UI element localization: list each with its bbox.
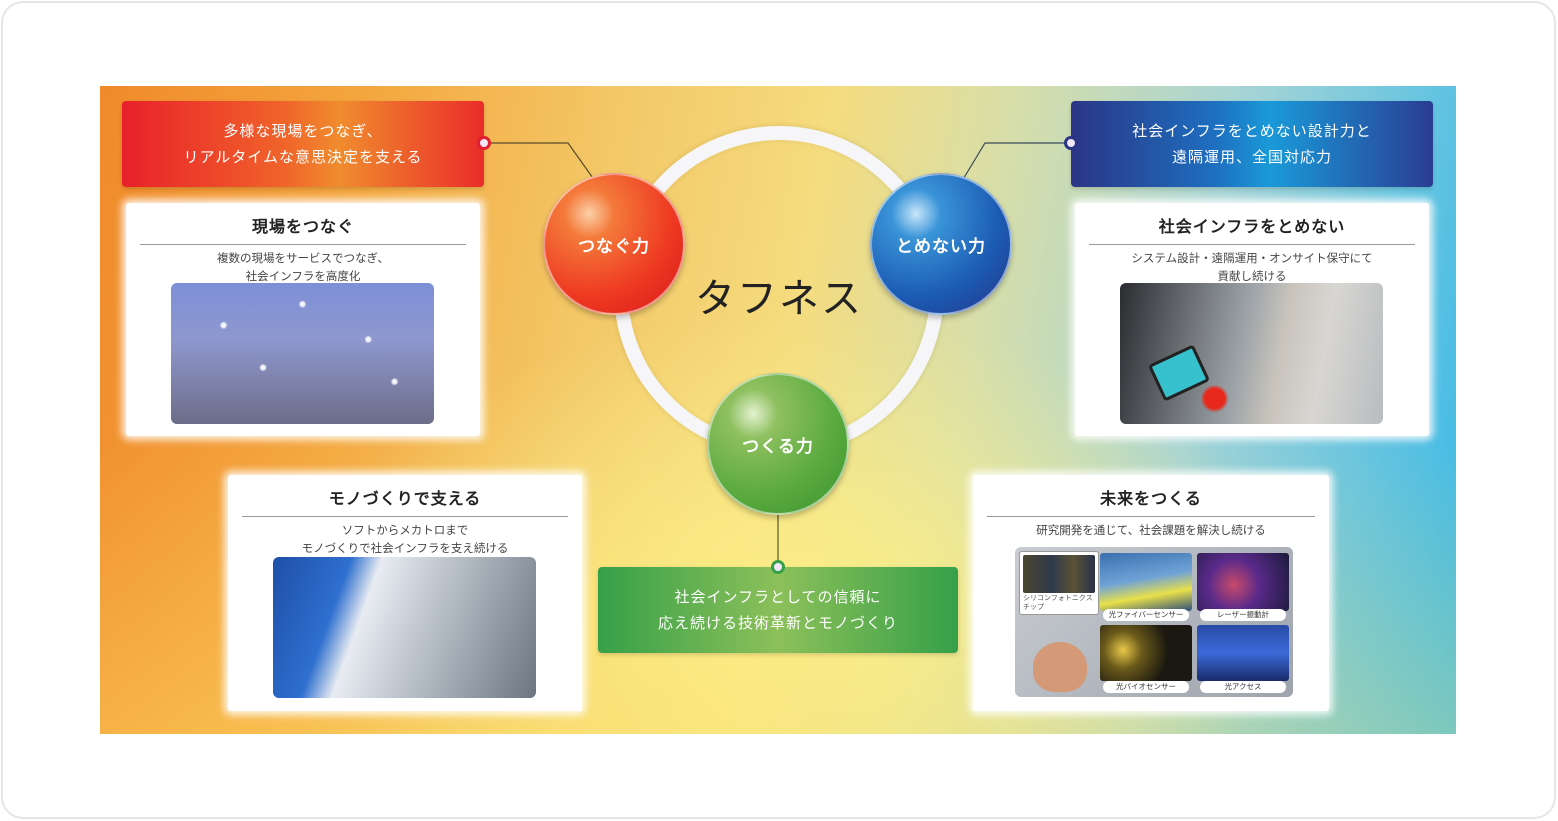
headline-nonstop-line2: 遠隔運用、全国対応力 <box>1171 148 1332 166</box>
laser-vibrometer-image <box>1197 553 1289 611</box>
card-manufacture: モノづくりで支える ソフトからメカトロまで モノづくりで社会インフラを支え続ける <box>228 475 582 711</box>
connector-dot-red <box>477 136 491 150</box>
center-title: タフネス <box>695 276 863 322</box>
card-future-title: 未来をつくる <box>1100 489 1202 508</box>
bio-sensor-image <box>1100 625 1192 681</box>
card-connect-title: 現場をつなぐ <box>251 217 354 236</box>
card-manufacture-sub1: ソフトからメカトロまで <box>341 523 469 537</box>
card-nonstop-title: 社会インフラをとめない <box>1158 217 1346 236</box>
optical-access-image <box>1197 625 1289 681</box>
chip-microscope-image <box>1023 555 1095 593</box>
fiber-sensor-image <box>1100 553 1192 611</box>
divider <box>140 244 466 245</box>
card-nonstop: 社会インフラをとめない システム設計・遠隔運用・オンサイト保守にて 貢献し続ける <box>1075 203 1429 436</box>
card-manufacture-title: モノづくりで支える <box>328 489 482 508</box>
card-connect-sub1: 複数の現場をサービスでつなぎ、 <box>217 251 389 265</box>
callout-line1: シリコンフォトニクス <box>1023 594 1093 602</box>
sphere-nonstop-power: とめない力 <box>870 173 1012 315</box>
connector-lines <box>484 142 1071 567</box>
operations-monitoring-image <box>1120 283 1383 424</box>
card-future: 未来をつくる 研究開発を通じて、社会課題を解決し続ける シリコンフォトニクス チ… <box>973 475 1329 711</box>
tablet-illustration <box>1147 344 1211 402</box>
headline-manufacture: 社会インフラとしての信頼に 応え続ける技術革新とモノづくり <box>598 567 958 653</box>
headline-connect: 多様な現場をつなぎ、 リアルタイムな意思決定を支える <box>122 101 484 187</box>
headline-nonstop: 社会インフラをとめない設計力と 遠隔運用、全国対応力 <box>1071 101 1433 187</box>
tile-label-access: 光アクセス <box>1200 681 1286 693</box>
divider <box>242 516 568 517</box>
sphere-create-label: つくる力 <box>742 436 814 457</box>
callout-line2: チップ <box>1023 603 1044 611</box>
headline-manufacture-line2: 応え続ける技術革新とモノづくり <box>657 614 898 632</box>
sphere-nonstop-label: とめない力 <box>896 236 986 257</box>
headline-connect-line2: リアルタイムな意思決定を支える <box>183 148 423 166</box>
tile-label-laser: レーザー振動計 <box>1200 609 1286 621</box>
toughness-diagram: 多様な現場をつなぎ、 リアルタイムな意思決定を支える 社会インフラをとめない設計… <box>100 86 1456 734</box>
sphere-connect-label: つなぐ力 <box>578 236 650 257</box>
tile-label-bio: 光バイオセンサー <box>1103 681 1189 693</box>
card-nonstop-sub1: システム設計・遠隔運用・オンサイト保守にて <box>1131 251 1373 265</box>
sphere-create-power: つくる力 <box>707 373 849 515</box>
divider <box>987 516 1315 517</box>
connector-dot-green <box>771 560 785 574</box>
headline-connect-line1: 多様な現場をつなぎ、 <box>223 122 383 140</box>
fingertip-chip-image <box>1033 642 1087 692</box>
circuit-assembly-image <box>273 557 536 698</box>
tile-label-fiber: 光ファイバーセンサー <box>1103 609 1189 621</box>
research-collage-image: シリコンフォトニクス チップ 光ファイバーセンサー レーザー振動計 光バイオセン… <box>1015 547 1293 697</box>
headline-manufacture-line1: 社会インフラとしての信頼に <box>674 588 882 606</box>
sphere-connect-power: つなぐ力 <box>543 173 685 315</box>
smart-city-network-image <box>171 283 434 424</box>
card-connect: 現場をつなぐ 複数の現場をサービスでつなぎ、 社会インフラを高度化 <box>126 203 480 436</box>
card-nonstop-sub2: 貢献し続ける <box>1217 269 1287 283</box>
card-future-sub1: 研究開発を通じて、社会課題を解決し続ける <box>1036 523 1266 537</box>
card-manufacture-sub2: モノづくりで社会インフラを支え続ける <box>301 541 509 555</box>
connector-dot-blue <box>1064 136 1078 150</box>
headline-nonstop-line1: 社会インフラをとめない設計力と <box>1132 122 1372 140</box>
card-connect-sub2: 社会インフラを高度化 <box>245 269 361 283</box>
silicon-photonics-callout: シリコンフォトニクス チップ <box>1019 551 1099 615</box>
divider <box>1089 244 1415 245</box>
